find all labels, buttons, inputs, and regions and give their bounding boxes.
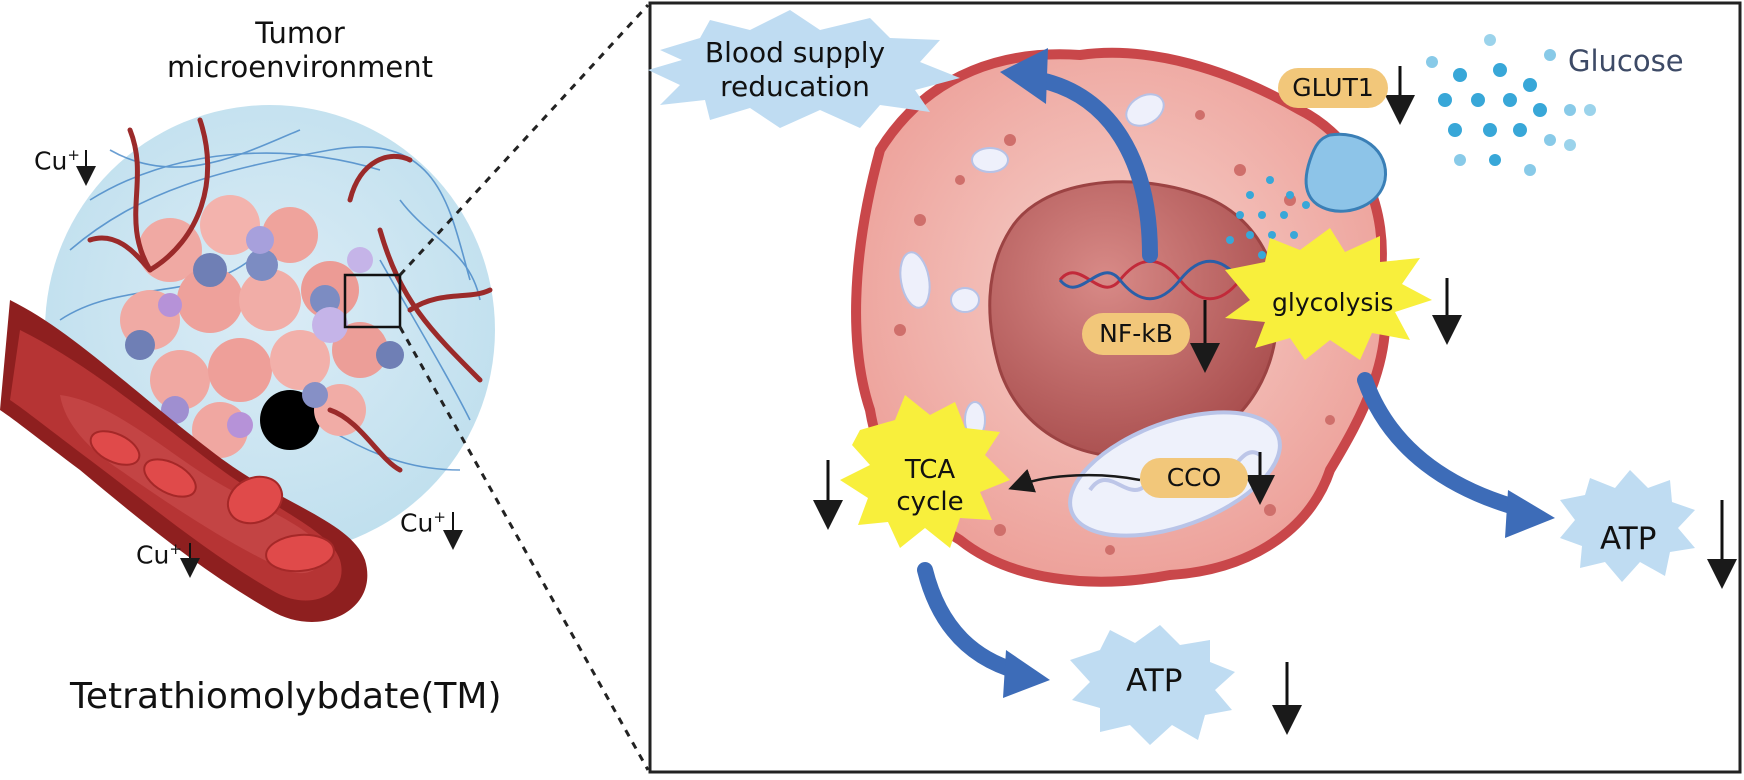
glut1-transporter-icon [1304, 132, 1387, 213]
extracellular-matrix [59, 129, 481, 471]
nfkb-to-blood-supply-arrow [1032, 72, 1158, 263]
tme-title: Tumor microenvironment [150, 16, 450, 84]
flow-arrowheads [1000, 48, 1555, 698]
cco-to-tca-arrow [1008, 468, 1141, 493]
blood-supply-line1: Blood supply [704, 36, 886, 69]
decrease-arrows [813, 66, 1737, 735]
tca-line2: cycle [896, 487, 964, 517]
red-blood-cell [89, 430, 141, 466]
organelles [899, 93, 1165, 439]
copper-label-right: Cu+ [400, 508, 446, 538]
glycolysis-label: glycolysis [1272, 288, 1394, 317]
tca-starburst [840, 395, 1010, 548]
atp-starburst-right [1560, 470, 1695, 582]
blood-vessel [0, 300, 368, 622]
blood-supply-label: Blood supply reducation [690, 36, 900, 104]
red-blood-cell [226, 475, 284, 525]
atp-label-bottom: ATP [1126, 663, 1183, 699]
capillaries [87, 117, 493, 473]
flow-arrows [917, 72, 1533, 680]
tca-line1: TCA [904, 455, 956, 485]
glucose-label: Glucose [1568, 44, 1684, 78]
tumor-microenvironment-illustration [0, 105, 495, 622]
glucose-molecules [1226, 34, 1596, 259]
atp-starburst-bottom [1070, 625, 1235, 745]
zoom-connector-bottom [398, 326, 650, 771]
tca-label: TCA cycle [880, 454, 980, 518]
red-blood-cell [265, 533, 335, 573]
immune-cells [125, 226, 404, 438]
blood-supply-starburst [648, 10, 960, 128]
drug-label: Tetrathiomolybdate(TM) [70, 676, 502, 717]
tca-to-atp-arrow [917, 562, 1028, 680]
glycolysis-to-atp-arrow [1357, 372, 1533, 518]
atp-label-right: ATP [1600, 521, 1657, 557]
blood-supply-line2: reducation [720, 70, 870, 103]
tme-title-line1: Tumor [255, 16, 345, 50]
cco-badge: CCO [1140, 458, 1248, 498]
copper-label-bottom: Cu+ [136, 540, 182, 570]
nfkb-badge: NF-kB [1082, 313, 1190, 355]
tme-title-line2: microenvironment [167, 50, 433, 84]
red-blood-cell [143, 458, 197, 498]
zoom-panel-frame [648, 1, 1742, 774]
zoom-region-box [343, 273, 402, 329]
tumor-cell-cluster [120, 195, 388, 458]
zoom-connector-top [398, 3, 650, 277]
glycolysis-starburst [1225, 228, 1432, 360]
copper-label-top: Cu+ [34, 146, 80, 176]
glut1-badge: GLUT1 [1278, 68, 1388, 108]
